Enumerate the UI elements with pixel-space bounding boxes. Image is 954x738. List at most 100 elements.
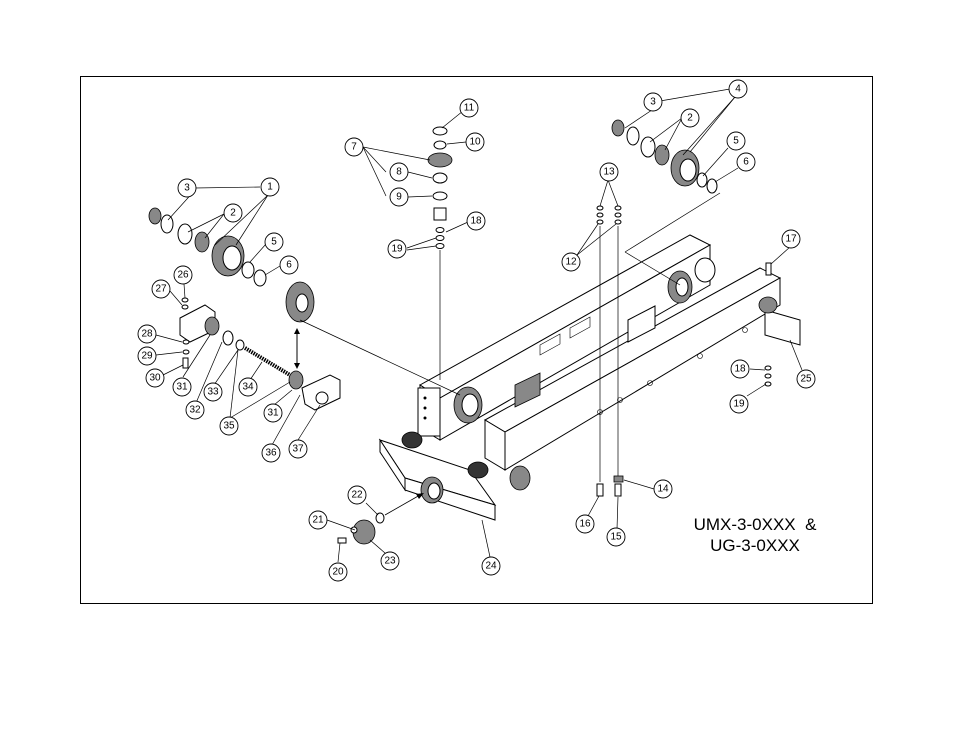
svg-text:8: 8 — [396, 167, 402, 178]
svg-text:36: 36 — [265, 448, 277, 459]
callout-5-left: 5 — [264, 232, 284, 252]
svg-text:24: 24 — [485, 561, 497, 572]
callout-22: 22 — [347, 485, 367, 505]
callout-19-right: 19 — [729, 394, 749, 414]
fasteners — [596, 205, 772, 497]
left-screw-assembly — [179, 297, 341, 411]
svg-text:10: 10 — [469, 137, 481, 148]
svg-text:14: 14 — [657, 484, 669, 495]
callout-6-left: 6 — [279, 255, 299, 275]
callout-24: 24 — [481, 556, 501, 576]
left-wheel-assembly — [148, 207, 315, 323]
callout-31-right: 31 — [263, 403, 283, 423]
callout-35: 35 — [219, 416, 239, 436]
callout-21: 21 — [308, 510, 328, 530]
svg-text:21: 21 — [312, 515, 324, 526]
svg-text:7: 7 — [351, 142, 357, 153]
callout-11: 11 — [459, 98, 479, 118]
callout-12: 12 — [561, 252, 581, 272]
svg-text:30: 30 — [149, 373, 161, 384]
svg-text:22: 22 — [351, 490, 363, 501]
svg-text:6: 6 — [286, 260, 292, 271]
callout-18-right: 18 — [730, 359, 750, 379]
svg-text:3: 3 — [650, 97, 656, 108]
center-roller-stack — [427, 126, 453, 380]
svg-text:32: 32 — [189, 405, 201, 416]
model-title: UMX-3-0XXX & UG-3-0XXX — [660, 514, 850, 556]
leader-lines — [155, 88, 803, 563]
svg-text:12: 12 — [565, 257, 577, 268]
callout-33: 33 — [203, 382, 223, 402]
callout-16: 16 — [575, 514, 595, 534]
callout-4: 4 — [728, 79, 748, 99]
svg-text:19: 19 — [391, 244, 403, 255]
svg-text:18: 18 — [470, 216, 482, 227]
callout-3-right: 3 — [643, 92, 663, 112]
svg-text:31: 31 — [176, 382, 188, 393]
svg-text:27: 27 — [155, 284, 167, 295]
right-wheel-assembly — [611, 119, 718, 194]
callout-8: 8 — [389, 162, 409, 182]
callout-19-center: 19 — [387, 239, 407, 259]
svg-text:18: 18 — [734, 364, 746, 375]
callout-6-right: 6 — [736, 152, 756, 172]
svg-text:37: 37 — [292, 444, 304, 455]
svg-text:26: 26 — [177, 270, 189, 281]
callout-10: 10 — [465, 132, 485, 152]
callout-14: 14 — [653, 479, 673, 499]
svg-text:29: 29 — [141, 351, 153, 362]
callout-28: 28 — [137, 324, 157, 344]
svg-text:15: 15 — [610, 532, 622, 543]
svg-text:3: 3 — [184, 183, 190, 194]
callout-2-right: 2 — [680, 108, 700, 128]
svg-text:13: 13 — [603, 167, 615, 178]
callout-9: 9 — [389, 187, 409, 207]
callout-18-center: 18 — [466, 211, 486, 231]
svg-text:17: 17 — [785, 234, 797, 245]
callout-23: 23 — [380, 551, 400, 571]
svg-text:5: 5 — [733, 136, 739, 147]
svg-text:33: 33 — [207, 387, 219, 398]
callout-36: 36 — [261, 443, 281, 463]
svg-text:1: 1 — [267, 182, 273, 193]
svg-text:16: 16 — [579, 519, 591, 530]
svg-text:9: 9 — [396, 192, 402, 203]
svg-text:19: 19 — [733, 399, 745, 410]
svg-text:4: 4 — [735, 84, 741, 95]
callout-7: 7 — [344, 137, 364, 157]
svg-text:34: 34 — [242, 382, 254, 393]
callout-37: 37 — [288, 439, 308, 459]
svg-text:2: 2 — [687, 113, 693, 124]
callout-32: 32 — [185, 400, 205, 420]
callout-13: 13 — [599, 162, 619, 182]
svg-text:35: 35 — [223, 421, 235, 432]
callout-15: 15 — [606, 527, 626, 547]
callout-3-left: 3 — [177, 178, 197, 198]
model-title-line-1: UMX-3-0XXX & — [693, 515, 817, 534]
svg-text:25: 25 — [800, 374, 812, 385]
callout-1: 1 — [260, 177, 280, 197]
svg-text:20: 20 — [332, 567, 344, 578]
callout-17: 17 — [781, 229, 801, 249]
svg-text:28: 28 — [141, 329, 153, 340]
callout-34: 34 — [238, 377, 258, 397]
model-title-line-2: UG-3-0XXX — [710, 536, 800, 555]
main-carriage-body — [378, 234, 801, 521]
callout-5-right: 5 — [726, 131, 746, 151]
callout-30: 30 — [145, 368, 165, 388]
svg-text:23: 23 — [384, 556, 396, 567]
svg-text:31: 31 — [267, 408, 279, 419]
callout-31-left: 31 — [172, 377, 192, 397]
callout-25: 25 — [796, 369, 816, 389]
callout-26: 26 — [173, 265, 193, 285]
svg-text:11: 11 — [464, 103, 475, 114]
callout-29: 29 — [137, 346, 157, 366]
callout-20: 20 — [328, 562, 348, 582]
svg-text:2: 2 — [230, 208, 236, 219]
svg-text:5: 5 — [271, 237, 277, 248]
callout-27: 27 — [151, 279, 171, 299]
svg-text:6: 6 — [743, 157, 749, 168]
callout-2-left: 2 — [223, 203, 243, 223]
front-wheel-assembly — [337, 476, 444, 545]
